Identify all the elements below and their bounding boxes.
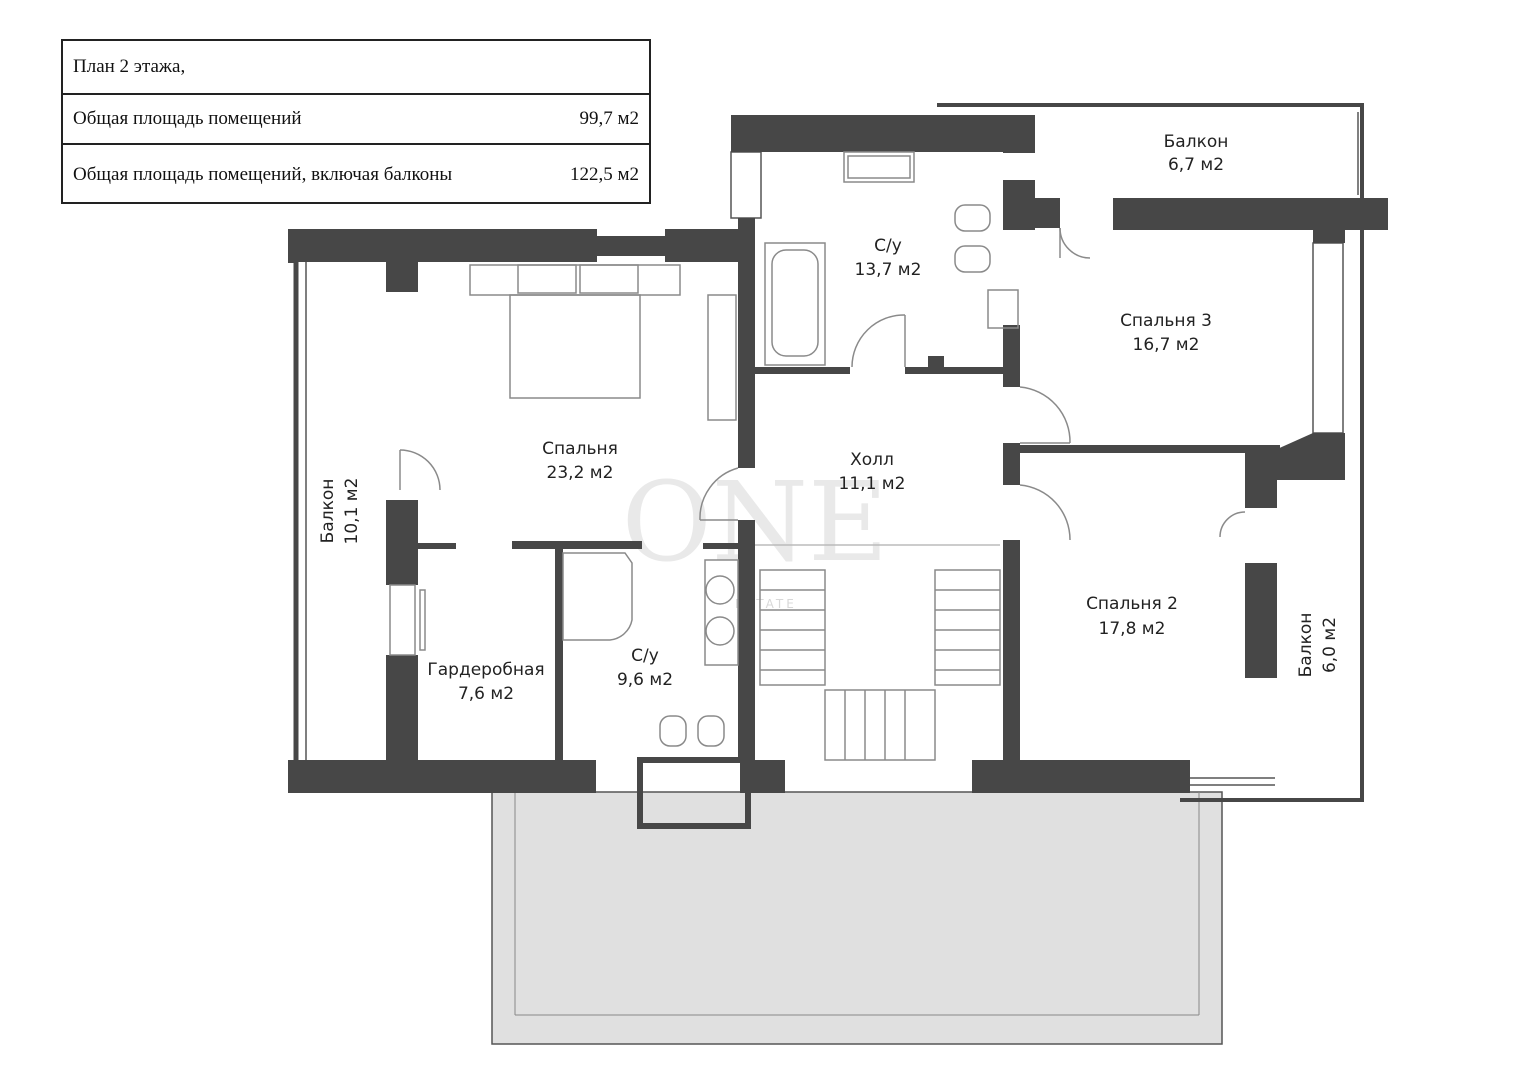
label-balcony-top-area: 6,7 м2 xyxy=(1168,155,1224,175)
label-bedroom3-name: Спальня 3 xyxy=(1120,311,1212,331)
label-wardrobe-area: 7,6 м2 xyxy=(458,684,514,704)
label-balcony-top-name: Балкон xyxy=(1164,132,1229,152)
plan-title: План 2 этажа, xyxy=(73,56,186,77)
area-balcony-label: Общая площадь помещений, включая балконы xyxy=(73,163,453,185)
room-labels: Балкон 6,7 м2 С/у 13,7 м2 Спальня 3 16,7… xyxy=(318,132,1340,704)
terrace xyxy=(491,791,1223,1045)
label-hall-name: Холл xyxy=(850,450,894,470)
label-wc-top-area: 13,7 м2 xyxy=(855,260,922,280)
label-balcony-left-area: 10,1 м2 xyxy=(342,478,362,545)
area-balcony-value: 122,5 м2 xyxy=(569,163,639,185)
label-wardrobe-name: Гардеробная xyxy=(427,660,544,680)
label-bedroom3-area: 16,7 м2 xyxy=(1133,335,1200,355)
label-wc-bottom-name: С/у xyxy=(631,646,659,666)
label-wc-bottom-area: 9,6 м2 xyxy=(617,670,673,690)
info-title-row: План 2 этажа, xyxy=(63,41,649,93)
thin-outlines xyxy=(293,103,1364,802)
label-balcony-right-area: 6,0 м2 xyxy=(1320,617,1340,673)
label-bedroom2-area: 17,8 м2 xyxy=(1099,619,1166,639)
label-bedroom-name: Спальня xyxy=(542,439,618,459)
label-balcony-right: Балкон 6,0 м2 xyxy=(1296,613,1340,678)
area-value: 99,7 м2 xyxy=(579,108,639,129)
area-label: Общая площадь помещений xyxy=(73,108,302,129)
info-table: План 2 этажа, Общая площадь помещений 99… xyxy=(61,39,651,204)
label-hall-area: 11,1 м2 xyxy=(839,474,906,494)
label-balcony-right-name: Балкон xyxy=(1296,613,1316,678)
label-wc-top-name: С/у xyxy=(874,236,902,256)
label-bedroom-area: 23,2 м2 xyxy=(547,463,614,483)
label-balcony-left-name: Балкон xyxy=(318,479,338,544)
walls xyxy=(288,115,1388,829)
info-area-row: Общая площадь помещений 99,7 м2 xyxy=(63,93,649,143)
label-bedroom2-name: Спальня 2 xyxy=(1086,594,1178,614)
info-area-balcony-row: Общая площадь помещений, включая балконы… xyxy=(63,143,649,204)
fixtures xyxy=(389,151,1246,761)
label-balcony-left: Балкон 10,1 м2 xyxy=(318,478,362,545)
